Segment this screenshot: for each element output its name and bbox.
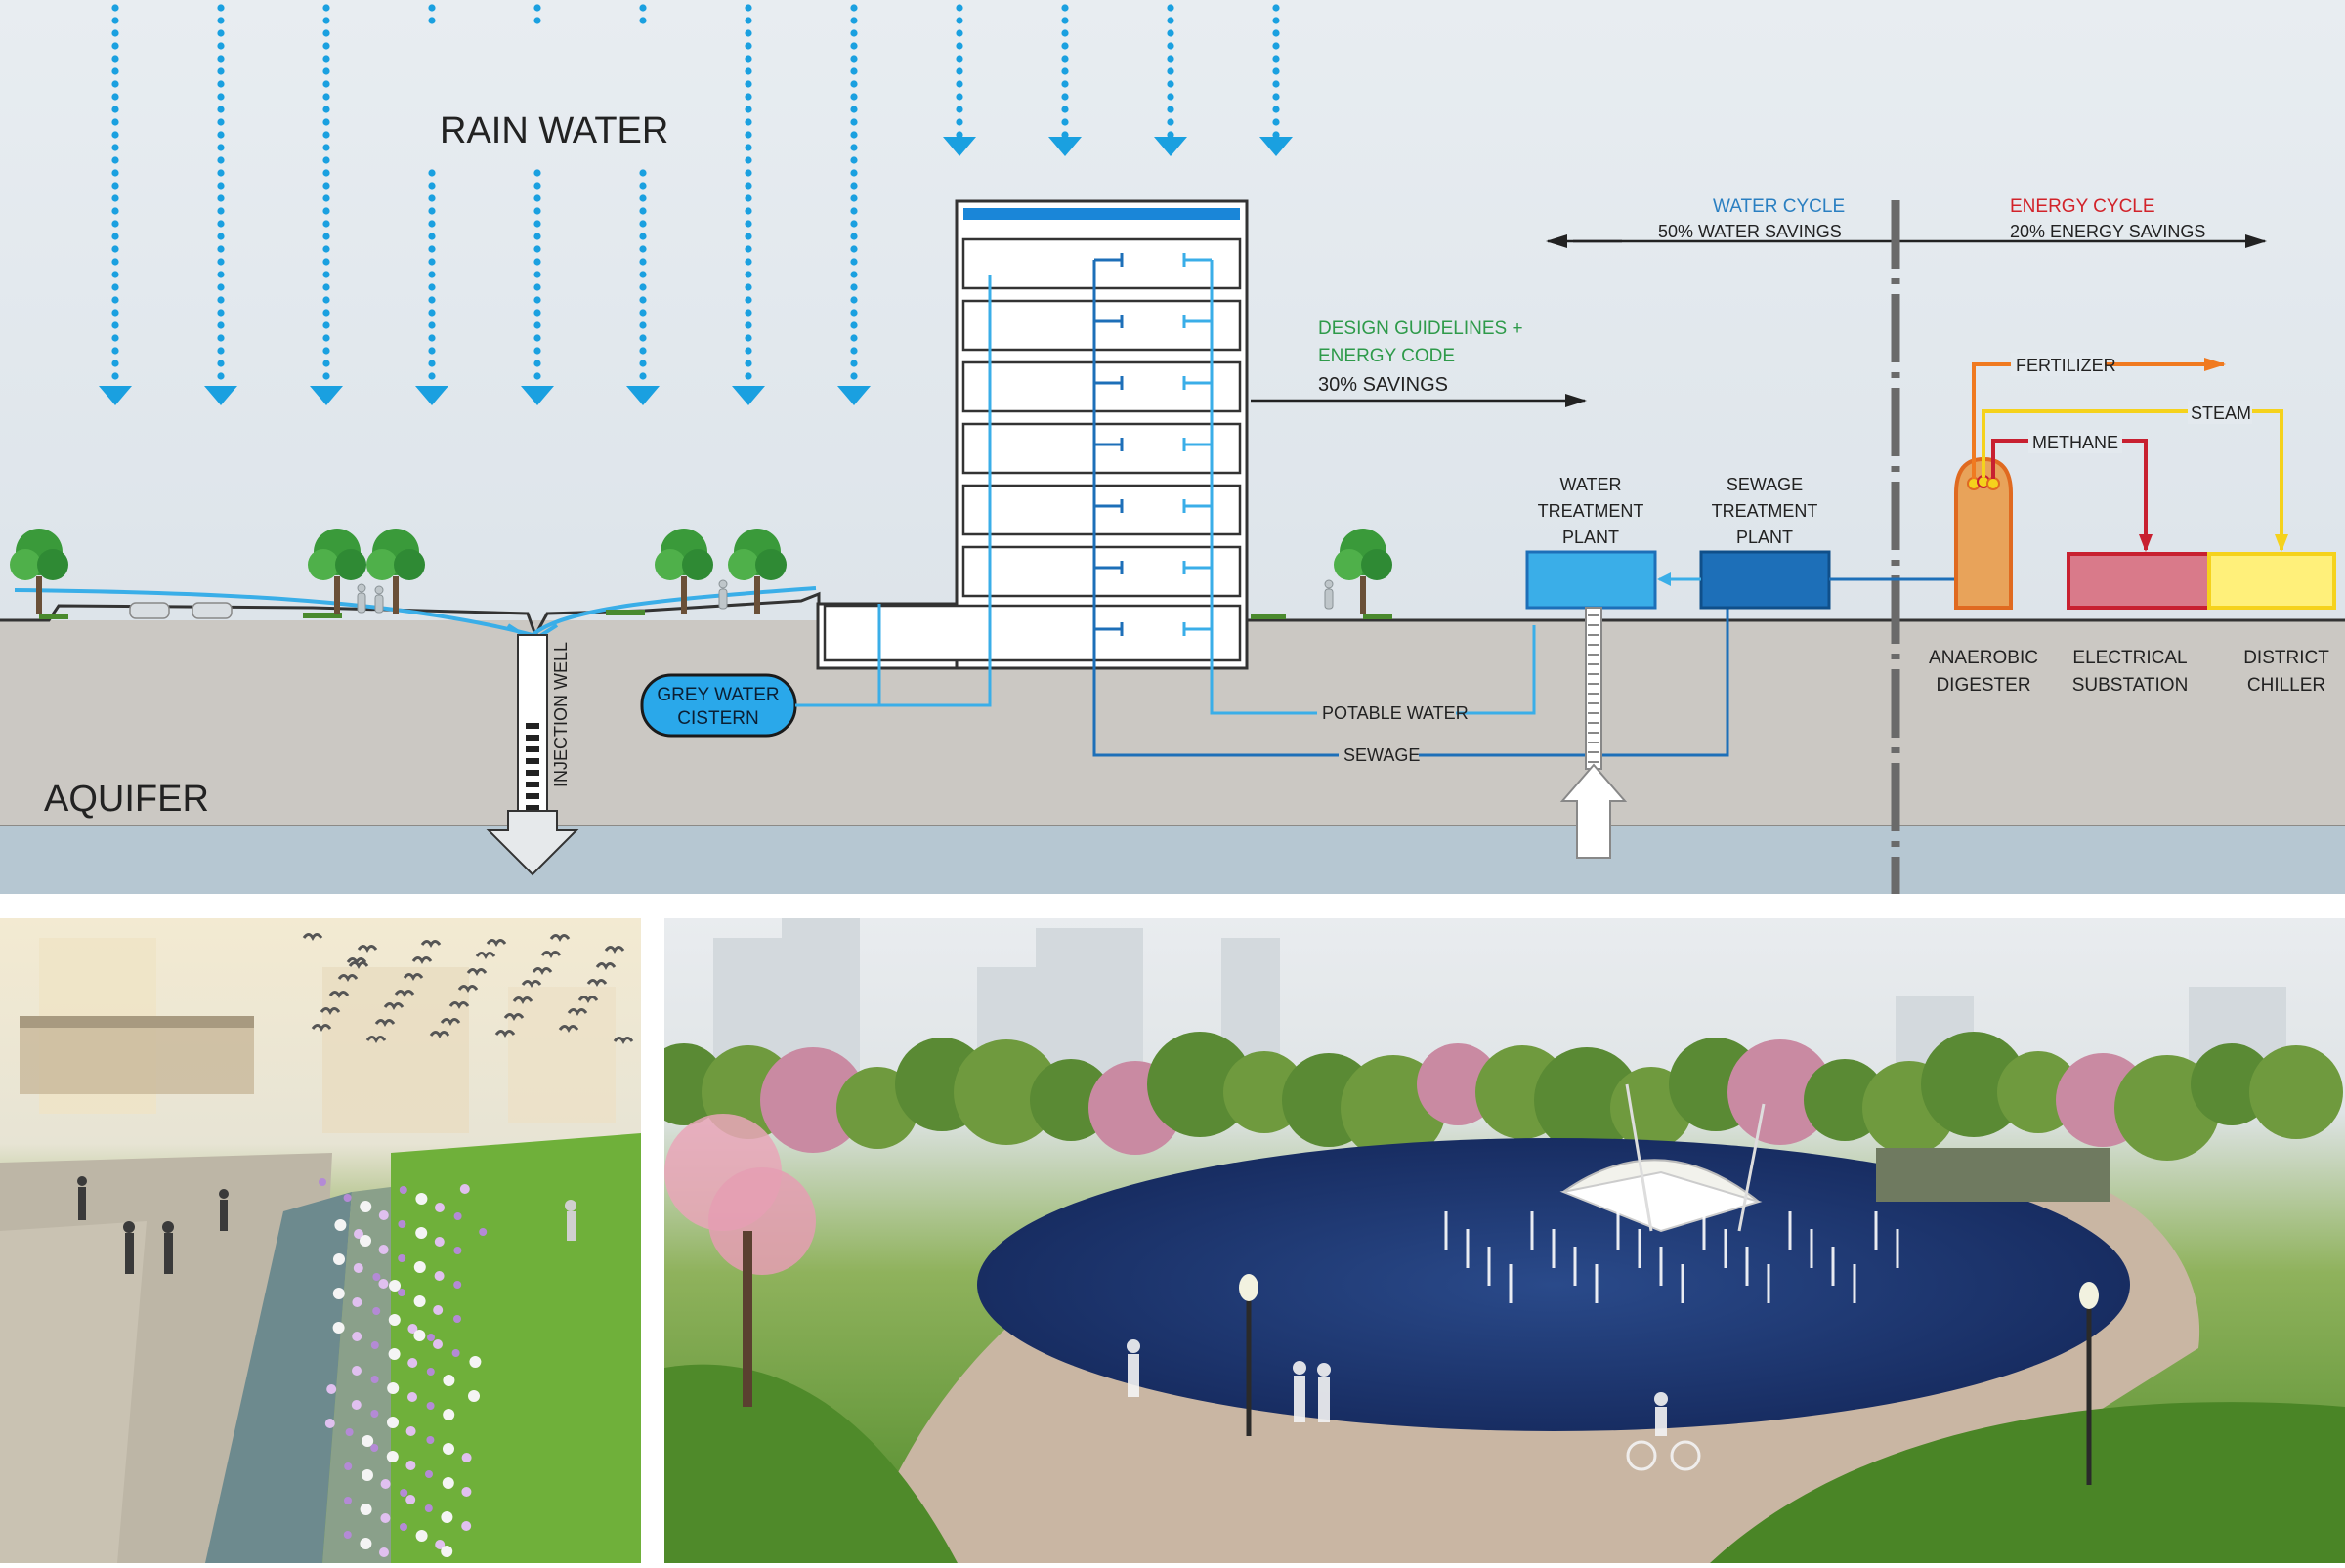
rain-arrowhead (626, 386, 660, 405)
grass-strips (39, 610, 1392, 619)
rain-arrowhead (310, 386, 343, 405)
energy-cycle-label: ENERGY CYCLE (2010, 196, 2155, 217)
rain-arrowhead (415, 386, 448, 405)
svg-text:SUBSTATION: SUBSTATION (2072, 675, 2189, 696)
svg-text:TREATMENT: TREATMENT (1712, 501, 1818, 521)
injection-well (486, 634, 579, 876)
svg-text:WATER: WATER (1560, 475, 1622, 494)
savings-30-label: 30% SAVINGS (1318, 374, 1448, 396)
svg-text:DISTRICT: DISTRICT (2243, 648, 2329, 668)
tree-icon (335, 549, 366, 580)
rain-arrowhead (204, 386, 237, 405)
rain-water-label: RAIN WATER (440, 110, 668, 151)
steam-label: STEAM (2191, 403, 2251, 423)
steam-flow (1982, 409, 2288, 552)
svg-text:SEWAGE: SEWAGE (1727, 475, 1803, 494)
rain-arrowhead (837, 386, 871, 405)
grey-water-cistern: GREY WATER CISTERN (640, 673, 797, 738)
rain-arrowhead (1259, 137, 1293, 156)
svg-text:PLANT: PLANT (1562, 528, 1619, 547)
svg-text:CHILLER: CHILLER (2247, 675, 2325, 696)
tree-icon (37, 549, 68, 580)
tree-icon (755, 549, 787, 580)
district-chiller: DISTRICT CHILLER (2207, 552, 2336, 696)
tree-icon (1361, 549, 1392, 580)
sewage-treatment-plant: SEWAGE TREATMENT PLANT (1699, 475, 1831, 610)
rain-arrowhead (943, 137, 976, 156)
rain-arrowhead (732, 386, 765, 405)
rain-arrowhead (521, 386, 554, 405)
riverside-promenade-render (0, 918, 641, 1563)
svg-text:TREATMENT: TREATMENT (1538, 501, 1644, 521)
park-lake-pavilion-render (643, 918, 2345, 1563)
car-icons (129, 602, 233, 619)
aquifer-label: AQUIFER (44, 779, 209, 820)
building-section (816, 199, 1249, 670)
tree-icon (394, 549, 425, 580)
fertilizer-label: FERTILIZER (2016, 356, 2116, 375)
tree-icon (682, 549, 713, 580)
treatment-well (1559, 607, 1628, 859)
sewage-label: SEWAGE (1343, 745, 1420, 765)
svg-text:PLANT: PLANT (1736, 528, 1793, 547)
fertilizer-flow (1972, 358, 2226, 479)
rain-arrowhead (1154, 137, 1187, 156)
methane-label: METHANE (2032, 433, 2118, 452)
aquifer-band (0, 826, 2345, 894)
energy-code-label: ENERGY CODE (1318, 346, 1455, 366)
ground-surface (0, 591, 2345, 639)
water-treatment-plant: WATER TREATMENT PLANT (1525, 475, 1657, 610)
rain-arrows (99, 4, 1293, 405)
svg-text:ELECTRICAL: ELECTRICAL (2072, 648, 2187, 668)
svg-text:DIGESTER: DIGESTER (1936, 675, 2030, 696)
injection-well-label: INJECTION WELL (551, 642, 571, 787)
pedestrian-icons (357, 579, 1334, 614)
potable-water-label: POTABLE WATER (1322, 703, 1469, 723)
pipe-taps (1094, 253, 1212, 636)
lake (977, 1138, 2130, 1431)
rain-arrowhead (99, 386, 132, 405)
energy-savings-label: 20% ENERGY SAVINGS (2010, 222, 2205, 241)
svg-text:ANAEROBIC: ANAEROBIC (1929, 648, 2038, 668)
design-guidelines-label: DESIGN GUIDELINES + (1318, 318, 1523, 339)
svg-text:GREY WATER: GREY WATER (657, 685, 779, 705)
svg-text:CISTERN: CISTERN (677, 708, 758, 729)
tree-icons (10, 529, 1392, 614)
water-cycle-label: WATER CYCLE (1713, 196, 1845, 217)
rain-arrowhead (1048, 137, 1082, 156)
runoff-flow (14, 586, 817, 638)
water-savings-label: 50% WATER SAVINGS (1658, 222, 1842, 241)
